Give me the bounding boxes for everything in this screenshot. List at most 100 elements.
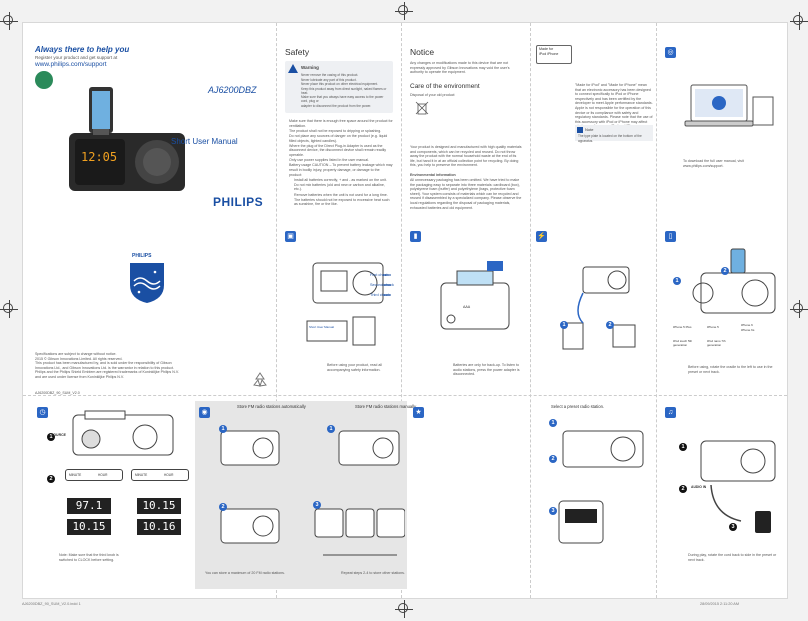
legal-line: Innovations Ltd., and Gibson Innovations…: [35, 365, 175, 370]
fold-line: [530, 23, 531, 598]
safety-item: Where the plug of the Direct Plug-in Ada…: [289, 143, 387, 157]
download-url[interactable]: www.philips.com/support.: [683, 164, 724, 168]
download-text: To download the full user manual, visit: [683, 159, 744, 163]
warning-icon: [288, 64, 298, 73]
minute-label: MINUTE: [135, 473, 148, 477]
compatible-model: iPod touch 5th generation: [673, 339, 693, 347]
step-number: 3: [729, 523, 737, 531]
source-button-label: SOURCE: [51, 433, 66, 437]
clock-knob-panel-b: MINUTE HOUR: [131, 469, 189, 481]
note-text: The type plate is located on the bottom …: [578, 134, 642, 143]
document-code: AJ6200DBZ_90_SUM_V2.0: [35, 391, 80, 395]
mfi-badge-pod: iPod: [539, 52, 547, 56]
card-label: Short User Manual: [309, 325, 335, 329]
note-box: Note The type plate is located on the bo…: [575, 125, 653, 143]
recycle-icon: [251, 371, 269, 389]
notice-intro: Any changes or modifications made to thi…: [410, 61, 510, 75]
audio-in-illustration: [671, 425, 779, 535]
fold-line: [656, 23, 657, 598]
power-illustration: [543, 253, 653, 363]
support-url[interactable]: www.philips.com/support: [35, 61, 107, 68]
preset-icon: ★: [413, 407, 424, 418]
globe-icon: ◎: [665, 47, 676, 58]
mfi-badge: Made for iPod iPhone: [536, 45, 572, 64]
registration-mark: [790, 300, 808, 318]
compatible-model: iPod nano 7th generation: [707, 339, 726, 347]
envinfo-label: Environmental information: [410, 173, 456, 177]
disposal-label: Disposal of your old product: [410, 93, 455, 97]
registration-mark: [790, 12, 808, 30]
warning-item: Make sure that you always have easy acce…: [301, 95, 384, 104]
box-icon: ▣: [285, 231, 296, 242]
compatible-model: iPhone 6: [741, 323, 753, 327]
clock-note: Note: Make sure that the third knob is s…: [59, 553, 119, 562]
registration-mark: [0, 300, 18, 318]
step-number: 1: [560, 321, 568, 329]
hour-label: HOUR: [98, 473, 108, 477]
fold-line: [401, 23, 402, 598]
safety-item: Only use power supplies listed in the us…: [289, 158, 370, 163]
fm-manual-title: Store FM radio stations manually: [355, 404, 417, 409]
lcd-display: 97.1: [67, 498, 111, 514]
step-number: 2: [606, 321, 614, 329]
box-label-1: First check: [370, 273, 389, 277]
box-label-2: Second check: [370, 283, 394, 287]
safety-item: Do not place any sources of danger on th…: [289, 133, 388, 143]
safety-item: Battery usage CAUTION – To prevent batte…: [289, 163, 393, 177]
lcd-display: 10.15: [137, 498, 181, 514]
note-icon: [577, 127, 583, 133]
shield-wordmark: PHILIPS: [132, 253, 152, 259]
warning-item: Never remove the casing of this product.: [301, 73, 359, 77]
fm-manual-illustration: [313, 417, 406, 567]
legal-text: Specifications are subject to change wit…: [35, 352, 265, 380]
environment-heading: Care of the environment: [410, 83, 480, 90]
warning-box: Warning Never remove the casing of this …: [285, 61, 393, 113]
warning-label: Warning: [301, 65, 319, 70]
register-badge-icon: [35, 71, 53, 89]
safety-subitem: Remove batteries when the unit is not us…: [294, 192, 388, 197]
step-number: 1: [327, 425, 335, 433]
mfi-badge-top: Made for: [539, 47, 554, 51]
mfi-badge-phone: iPhone: [547, 52, 559, 56]
product-image: 12:05: [67, 79, 187, 197]
clock-knob-panel-a: MINUTE HOUR: [65, 469, 123, 481]
step-number: 2: [219, 503, 227, 511]
manual-sheet: Always there to help you Register your p…: [22, 22, 788, 599]
hour-label: HOUR: [164, 473, 174, 477]
manual-title: Short User Manual: [171, 137, 238, 146]
safety-item: The product shall not be exposed to drip…: [289, 128, 382, 133]
warning-item: Keep this product away from direct sunli…: [301, 86, 387, 95]
help-subtitle: Register your product and get support at: [35, 55, 118, 60]
fold-line: [276, 23, 277, 598]
step-number: 3: [549, 507, 557, 515]
legal-line: Specifications are subject to change wit…: [35, 352, 117, 356]
registration-mark: [0, 12, 18, 30]
laptop-illustration: [683, 79, 775, 145]
step-number: 1: [549, 419, 557, 427]
step-number: 3: [313, 501, 321, 509]
warning-list: Never remove the casing of this product.…: [301, 73, 391, 109]
footer-timestamp: 28/09/2015 2:11:20 AM: [700, 602, 739, 606]
philips-shield-icon: [127, 259, 167, 305]
model-number: AJ6200DBZ: [208, 85, 257, 95]
dock-caption: Before using, rotate the cradle to the l…: [688, 365, 773, 374]
step-number: 1: [47, 433, 55, 441]
battery-cell-label: AAA: [463, 305, 471, 309]
legal-line: 2015 © Gibson Innovations Limited. All r…: [35, 356, 123, 361]
registration-mark: [395, 600, 413, 618]
battery-icon: ▮: [410, 231, 421, 242]
step-number: 2: [47, 475, 55, 483]
compatible-model: iPhone 6s: [741, 328, 755, 332]
legal-line: Philips and the Philips Shield Emblem ar…: [35, 370, 179, 375]
compatibility-list: iPhone 5 Plus iPhone 5 iPhone 6 iPhone 6…: [671, 323, 783, 351]
disposal-text: Your product is designed and manufacture…: [410, 145, 522, 168]
mfi-badge-line: iPod iPhone: [537, 52, 571, 56]
registration-mark: [395, 2, 413, 20]
audio-in-caption: During play, rotate the cord back to sid…: [688, 553, 777, 562]
safety-heading: Safety: [285, 47, 310, 57]
box-caption: Before using your product, read all acco…: [327, 363, 382, 372]
battery-illustration: [427, 259, 523, 349]
phone-icon: ▯: [665, 231, 676, 242]
preset-illustration: [549, 417, 649, 567]
notice-heading: Notice: [410, 47, 435, 57]
